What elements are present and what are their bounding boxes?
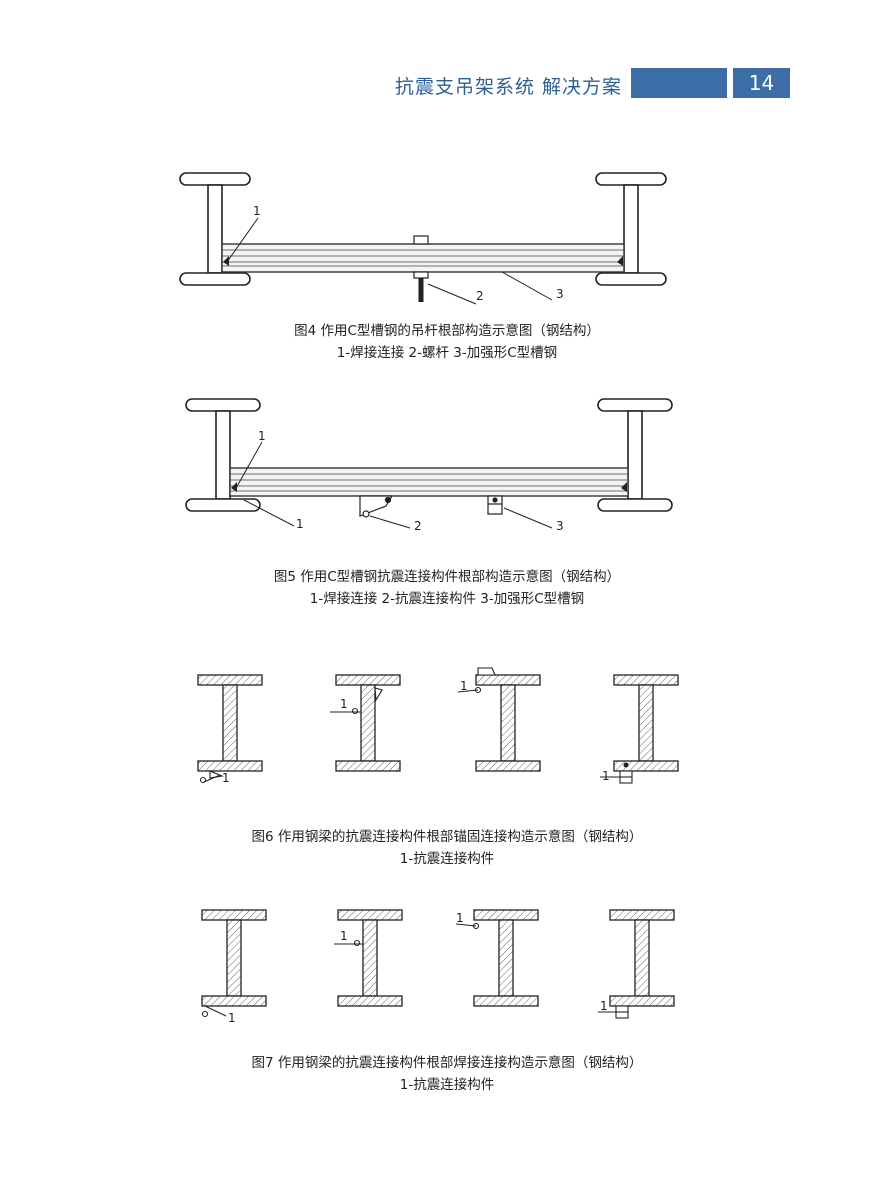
figure-4-drawing: 1 2 3 — [179, 172, 667, 305]
right-i-beam-top-flange — [597, 398, 673, 412]
callout-label: 1 — [222, 771, 230, 785]
hatched-i-beam-d — [613, 674, 679, 772]
right-i-beam-bottom-flange — [597, 498, 673, 512]
connector-1d — [615, 1005, 629, 1019]
figure-7-drawing: 1 1 1 1 — [201, 909, 675, 1025]
figure-6-title: 图6 作用钢梁的抗震连接构件根部锚固连接构造示意图（钢结构） — [251, 829, 643, 845]
hatched-i-beam-c — [475, 674, 541, 772]
figure-4-caption: 图4 作用C型槽钢的吊杆根部构造示意图（钢结构） 1-焊接连接 2-螺杆 3-加… — [0, 320, 894, 364]
callout-label: 2 — [476, 289, 484, 303]
left-i-beam-top-flange — [179, 172, 251, 186]
c-channel-3 — [221, 243, 625, 273]
right-i-beam-web — [623, 184, 639, 274]
right-i-beam-bottom-flange — [595, 272, 667, 286]
callout-label: 1 — [296, 517, 304, 531]
hatched-i-beam-b — [337, 909, 403, 1007]
callout-label: 1 — [228, 1011, 236, 1025]
document-title: 抗震支吊架系统 解决方案 — [394, 76, 622, 98]
left-i-beam-bottom-flange — [179, 272, 251, 286]
right-i-beam-web — [627, 410, 643, 500]
hatched-i-beam-a — [201, 909, 267, 1007]
callout-label: 1 — [258, 429, 266, 443]
hatched-i-beam-a — [197, 674, 263, 772]
callout-label: 2 — [414, 519, 422, 533]
hatched-i-beam-b — [335, 674, 401, 772]
callout-label: 1 — [460, 679, 468, 693]
figure-7-title: 图7 作用钢梁的抗震连接构件根部焊接连接构造示意图（钢结构） — [251, 1055, 643, 1071]
figure-7-caption: 图7 作用钢梁的抗震连接构件根部焊接连接构造示意图（钢结构） 1-抗震连接构件 — [0, 1052, 894, 1096]
left-i-beam-web — [215, 410, 231, 500]
figure-6-drawing: 1 1 1 1 — [197, 667, 679, 785]
callout-label: 3 — [556, 287, 564, 301]
connector-1c — [474, 667, 496, 694]
connector-1b — [353, 939, 361, 947]
figure-5-caption: 图5 作用C型槽钢抗震连接构件根部构造示意图（钢结构） 1-焊接连接 2-抗震连… — [0, 566, 894, 610]
callout-label: 1 — [253, 204, 261, 218]
figure-4-title: 图4 作用C型槽钢的吊杆根部构造示意图（钢结构） — [294, 323, 600, 339]
left-i-beam-top-flange — [185, 398, 261, 412]
callout-label: 1 — [340, 697, 348, 711]
left-i-beam-web — [207, 184, 223, 274]
seismic-connector-3 — [487, 495, 503, 515]
left-i-beam-bottom-flange — [185, 498, 261, 512]
figure-5-drawing: 1 1 2 3 — [185, 398, 673, 533]
callout-label: 1 — [340, 929, 348, 943]
connector-1a — [199, 770, 224, 784]
callout-label: 1 — [602, 769, 610, 783]
callout-label: 3 — [556, 519, 564, 533]
seismic-connector-2 — [359, 495, 394, 518]
figure-5-title: 图5 作用C型槽钢抗震连接构件根部构造示意图（钢结构） — [273, 569, 621, 585]
threaded-rod-2 — [413, 235, 429, 302]
figure-6-caption: 图6 作用钢梁的抗震连接构件根部锚固连接构造示意图（钢结构） 1-抗震连接构件 — [0, 826, 894, 870]
page-number: 14 — [733, 68, 790, 98]
callout-label: 1 — [456, 911, 464, 925]
c-channel-3 — [229, 467, 629, 497]
right-i-beam-top-flange — [595, 172, 667, 186]
hatched-i-beam-c — [473, 909, 539, 1007]
figure-4-legend: 1-焊接连接 2-螺杆 3-加强形C型槽钢 — [336, 345, 558, 361]
header-accent-bar — [631, 68, 727, 98]
figure-6-legend: 1-抗震连接构件 — [399, 851, 495, 867]
callout-label: 1 — [600, 999, 608, 1013]
connector-1a — [201, 1010, 209, 1018]
hatched-i-beam-d — [609, 909, 675, 1007]
figure-7-legend: 1-抗震连接构件 — [399, 1077, 495, 1093]
figure-5-legend: 1-焊接连接 2-抗震连接构件 3-加强形C型槽钢 — [309, 591, 585, 607]
